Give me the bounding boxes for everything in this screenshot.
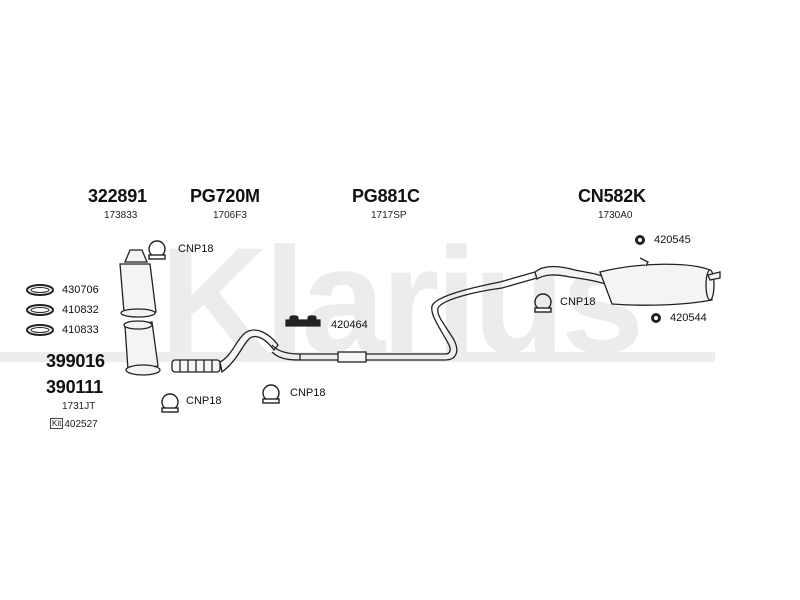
- kit-number-value: 402527: [64, 419, 98, 430]
- clamp-3-icon: [161, 393, 179, 413]
- rear-silencer-icon: [534, 257, 721, 306]
- group-code-pg720m: PG720M: [190, 186, 260, 206]
- kit-sub-1731jt: 1731JT: [62, 401, 96, 412]
- group-sub-1717sp: 1717SP: [371, 210, 407, 221]
- mount-label-420544: 420544: [670, 312, 707, 324]
- group-code-pg881c: PG881C: [352, 186, 420, 206]
- gasket-410833-icon: [26, 324, 54, 336]
- kit-badge: Kit: [50, 418, 64, 429]
- clamp-4-icon: [262, 384, 280, 404]
- catalyst-upper-icon: [119, 249, 157, 318]
- clamp-2-icon: [534, 293, 552, 313]
- hanger-420464-icon: [285, 315, 321, 327]
- clamp-label-4: CNP18: [290, 387, 326, 399]
- kit-code-399016: 399016: [46, 351, 105, 371]
- clamp-1-icon: [148, 240, 166, 260]
- group-code-cn582k: CN582K: [578, 186, 646, 206]
- group-sub-173833: 173833: [104, 210, 138, 221]
- front-pipe-icon: [171, 329, 279, 374]
- gasket-410832-icon: [26, 304, 54, 316]
- rubber-mount-420545-icon: [635, 235, 645, 245]
- group-code-322891: 322891: [88, 186, 147, 206]
- centre-pipe-icon: [271, 271, 538, 363]
- hanger-label-420464: 420464: [331, 319, 368, 331]
- gasket-430706-icon: [26, 284, 54, 296]
- clamp-label-2: CNP18: [560, 296, 596, 308]
- group-sub-1706f3: 1706F3: [213, 210, 247, 221]
- group-sub-1730a0: 1730A0: [598, 210, 633, 221]
- rubber-mount-420544-icon: [651, 313, 661, 323]
- catalyst-lower-icon: [123, 320, 161, 376]
- gasket-label-410832: 410832: [62, 304, 99, 316]
- clamp-label-1: CNP18: [178, 243, 214, 255]
- clamp-label-3: CNP18: [186, 395, 222, 407]
- gasket-label-430706: 430706: [62, 284, 99, 296]
- mount-label-420545: 420545: [654, 234, 691, 246]
- gasket-label-410833: 410833: [62, 324, 99, 336]
- kit-code-390111: 390111: [46, 377, 103, 397]
